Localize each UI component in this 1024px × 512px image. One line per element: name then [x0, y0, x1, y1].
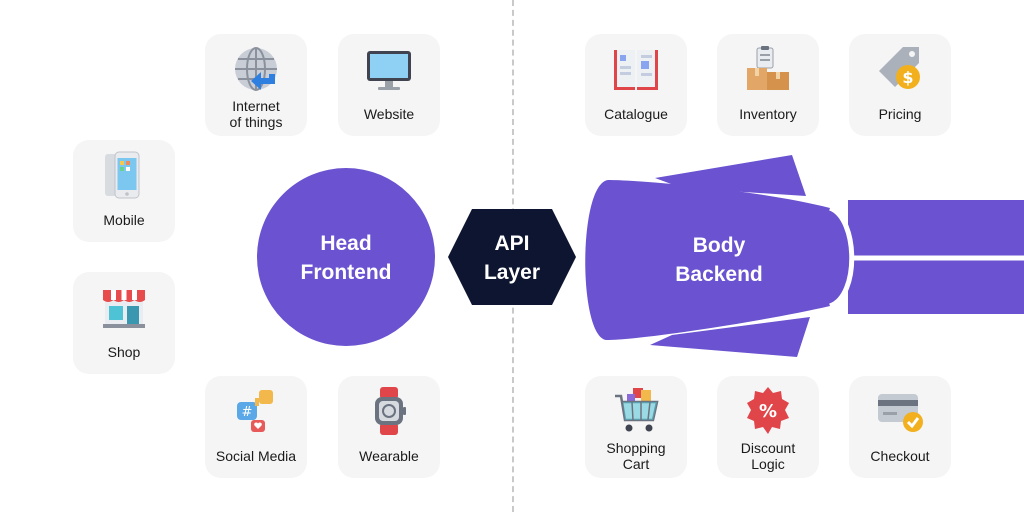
card-label-line2: Cart	[622, 456, 650, 472]
smartwatch-icon	[364, 386, 414, 436]
card-label: Checkout	[870, 448, 930, 464]
svg-text:$: $	[902, 68, 913, 87]
svg-text:#: #	[242, 405, 253, 420]
card-label: Inventory	[739, 106, 797, 122]
card-pricing: $ Pricing	[849, 34, 951, 136]
card-checkout: Checkout	[849, 376, 951, 478]
card-label-line1: Internet	[232, 98, 280, 114]
card-label: Website	[363, 106, 415, 122]
body-shape	[585, 155, 1024, 357]
backend-label: Backend	[675, 263, 763, 286]
svg-text:%: %	[759, 401, 777, 422]
social-media-icon: #	[231, 386, 281, 436]
card-shop: Shop	[73, 272, 175, 374]
card-label: Mobile	[103, 212, 145, 228]
discount-badge-icon: %	[743, 386, 793, 436]
frontend-label: Frontend	[301, 261, 392, 284]
head-label: Head	[320, 232, 371, 255]
card-shopping-cart: Shopping Cart	[585, 376, 687, 478]
card-mobile: Mobile	[73, 140, 175, 242]
card-wearable: Wearable	[338, 376, 440, 478]
globe-icon	[231, 44, 281, 94]
book-icon	[611, 44, 661, 94]
card-social-media: # Social Media	[205, 376, 307, 478]
price-tag-icon: $	[875, 44, 925, 94]
card-label-line1: Shopping	[606, 440, 666, 456]
card-website: Website	[338, 34, 440, 136]
card-discount-logic: % Discount Logic	[717, 376, 819, 478]
card-label-line1: Discount	[740, 440, 796, 456]
card-label: Shop	[107, 344, 141, 360]
card-label: Catalogue	[604, 106, 668, 122]
head-circle	[257, 168, 435, 346]
card-catalogue: Catalogue	[585, 34, 687, 136]
api-label: API	[494, 232, 529, 255]
boxes-icon	[743, 44, 793, 94]
credit-card-icon	[875, 386, 925, 436]
card-label: Wearable	[359, 448, 419, 464]
card-label-line2: Logic	[751, 456, 785, 472]
api-hexagon	[448, 209, 576, 305]
storefront-icon	[99, 282, 149, 332]
body-label: Body	[693, 234, 746, 257]
card-internet-of-things: Internet of things	[205, 34, 307, 136]
monitor-icon	[364, 44, 414, 94]
shopping-cart-icon	[611, 386, 661, 436]
card-inventory: Inventory	[717, 34, 819, 136]
card-label-line2: of things	[229, 114, 283, 130]
card-label: Pricing	[878, 106, 922, 122]
smartphone-icon	[99, 150, 149, 200]
layer-label: Layer	[484, 261, 540, 284]
card-label: Social Media	[215, 448, 297, 464]
